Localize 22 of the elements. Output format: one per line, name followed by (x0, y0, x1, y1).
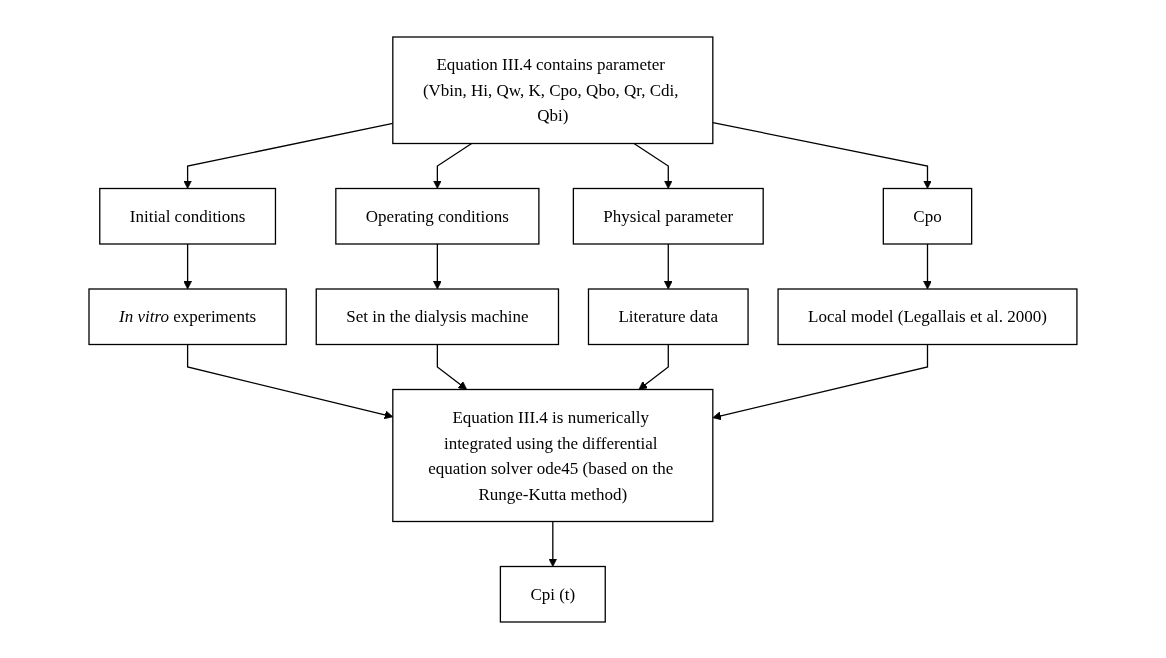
node-box: Initial conditions (99, 187, 277, 245)
node-box: Set in the dialysis machine (315, 287, 560, 345)
node-box: Physical parameter (572, 187, 764, 245)
arrow (712, 121, 932, 189)
node-box: Cpo (882, 187, 973, 245)
arrow (433, 242, 442, 289)
node-box: Equation III.4 contains parameter (Vbin, Hi, Qw, K, Cpo, Qbo, Qr, Cdi, Qbi) (392, 35, 714, 144)
node-box: In vitro experiments (88, 287, 287, 345)
arrow (548, 520, 558, 567)
arrow (663, 242, 673, 289)
arrow (923, 242, 932, 289)
node-box: Equation III.4 is numerically integrated using the differential equation solver ode45 (based on the Runge-Kutta method) (392, 388, 714, 522)
node-box: Local model (Legallais et al. 2000) (777, 287, 1078, 345)
arrow (183, 242, 193, 289)
arrow (436, 343, 468, 390)
arrow (433, 142, 473, 189)
node-box: Cpi (t) (499, 565, 606, 623)
node-box: Operating conditions (335, 187, 540, 245)
arrow (638, 343, 669, 390)
arrow (633, 142, 673, 189)
arrow (712, 343, 929, 420)
node-box: Literature data (587, 287, 749, 345)
